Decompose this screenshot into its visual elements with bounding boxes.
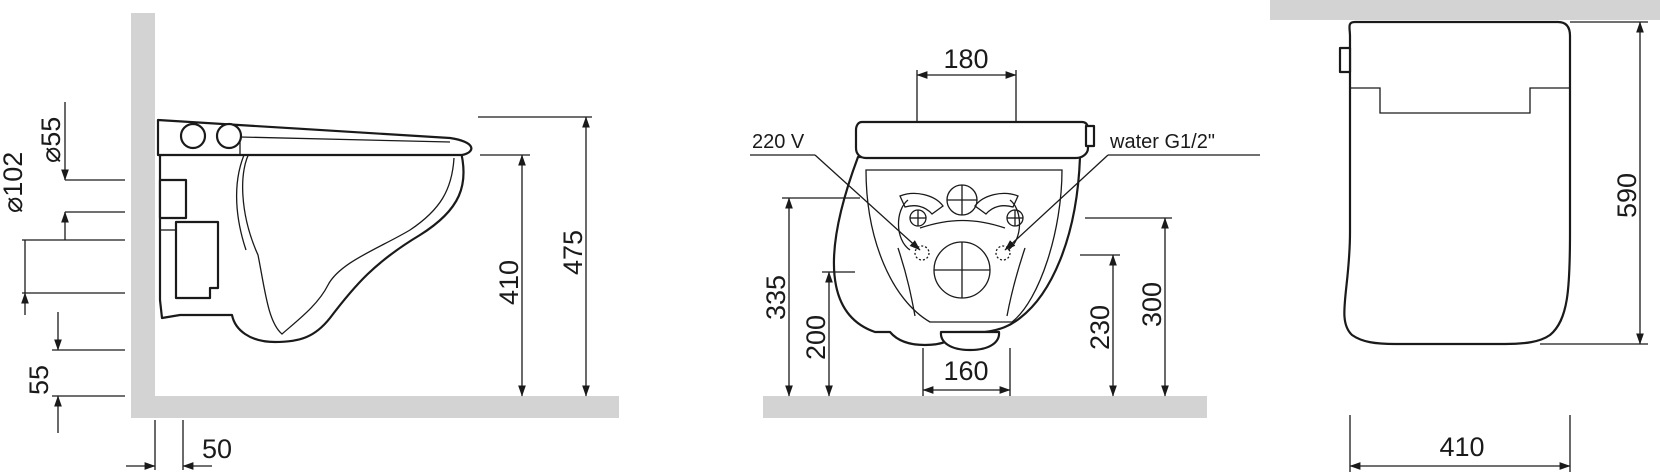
dim-front-180: 180 — [943, 44, 988, 74]
dim-side-diameter-55: ⌀55 — [36, 117, 66, 163]
front-outlet — [939, 330, 1001, 352]
front-lid — [854, 120, 1090, 160]
side-wall — [131, 13, 155, 418]
side-mount-block — [158, 178, 188, 220]
top-tank — [1350, 87, 1570, 114]
dim-side-55: 55 — [24, 365, 54, 395]
side-connector-2 — [215, 122, 243, 150]
side-floor — [131, 396, 619, 418]
label-220v: 220 V — [752, 131, 805, 153]
side-connector-1 — [179, 122, 207, 150]
dim-side-410: 410 — [494, 260, 524, 305]
front-floor — [763, 396, 1207, 418]
top-view: 590 410 — [1270, 0, 1660, 472]
dim-front-335: 335 — [761, 275, 791, 320]
dim-top-410: 410 — [1439, 432, 1484, 462]
dim-front-230: 230 — [1085, 305, 1115, 350]
front-view: 180 220 V water G1/2" 335 200 160 230 30… — [750, 44, 1260, 418]
dim-top-590: 590 — [1612, 173, 1642, 218]
label-water: water G1/2" — [1109, 131, 1215, 153]
dim-front-200: 200 — [801, 315, 831, 360]
top-wall — [1270, 0, 1660, 20]
front-inner-panel — [865, 169, 1063, 323]
dim-side-475: 475 — [558, 230, 588, 275]
dim-side-50: 50 — [202, 434, 232, 464]
side-bowl-inner — [242, 149, 455, 335]
dim-front-300: 300 — [1137, 282, 1167, 327]
side-view: ⌀55 ⌀102 55 50 410 475 — [0, 13, 619, 470]
dim-front-160: 160 — [943, 356, 988, 386]
dim-side-diameter-102: ⌀102 — [0, 152, 28, 213]
top-outline — [1343, 20, 1572, 346]
top-side-connector — [1338, 46, 1352, 74]
